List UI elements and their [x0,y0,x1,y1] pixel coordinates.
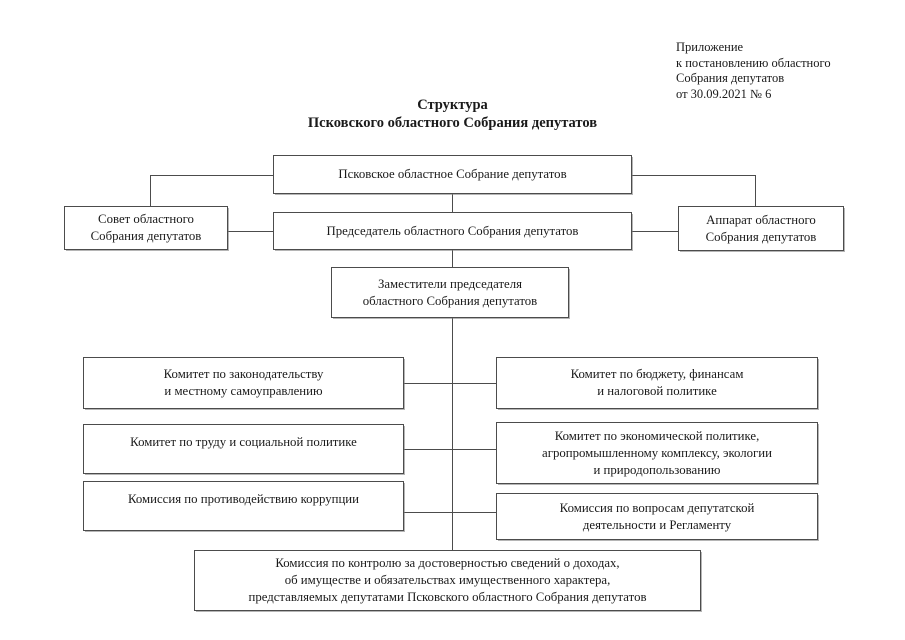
connector-assembly-to-chairman [452,194,453,212]
node-committee-budget-line-2: и налоговой политике [597,384,717,398]
node-commission-income-control[interactable]: Комиссия по контролю за достоверностью с… [194,550,701,611]
header-note-line-3: Собрания депутатов [676,71,785,85]
node-committee-legislation-line-2: и местному самоуправлению [164,384,323,398]
node-committee-legislation[interactable]: Комитет по законодательству и местному с… [83,357,404,409]
node-council-line-1: Совет областного [98,212,194,226]
header-note-line-4: от 30.09.2021 № 6 [676,86,772,101]
node-regional-assembly[interactable]: Псковское областное Собрание депутатов [273,155,632,194]
connector-spine-to-commission-regulations [452,512,496,513]
node-commission-income-control-line-1: Комиссия по контролю за достоверностью с… [275,556,620,570]
node-council[interactable]: Совет областного Собрания депутатов [64,206,228,250]
chart-title-line-1: Структура [417,97,488,113]
header-note-line-1: Приложение [676,40,744,54]
connector-chairman-to-deputies [452,250,453,267]
node-council-line-2: Собрания депутатов [90,229,202,243]
node-commission-regulations-line-2: деятельности и Регламенту [582,517,732,532]
node-commission-regulations-line-1: Комиссия по вопросам депутатской [559,500,755,515]
connector-spine-to-commission-corruption [404,512,453,513]
node-deputy-chairmen[interactable]: Заместители председателя областного Собр… [331,267,569,318]
node-chairman[interactable]: Председатель областного Собрания депутат… [273,212,632,250]
node-apparatus-line-1: Аппарат областного [706,212,816,227]
node-deputy-chairmen-line-1: Заместители председателя [377,276,523,291]
connector-assembly-to-apparatus-vertical [755,175,756,206]
connector-spine-to-committee-economy [452,449,496,450]
connector-spine-to-committee-legislation [404,383,453,384]
node-committee-labour-line-1: Комитет по труду и социальной политике [130,435,357,449]
node-commission-income-control-line-2: об имуществе и обязательствах имуществен… [284,573,611,587]
node-apparatus[interactable]: Аппарат областного Собрания депутатов [678,206,844,251]
node-regional-assembly-line-1: Псковское областное Собрание депутатов [338,167,567,181]
node-apparatus-line-2: Собрания депутатов [705,229,817,244]
node-deputy-chairmen-line-2: областного Собрания депутатов [362,293,538,308]
node-committee-budget[interactable]: Комитет по бюджету, финансам и налоговой… [496,357,818,409]
connector-spine-to-committee-labour [404,449,453,450]
chart-title-line-2: Псковского областного Собрания депутатов [307,115,598,131]
node-commission-corruption-line-1: Комиссия по противодействию коррупции [128,492,359,506]
connector-assembly-to-apparatus-horizontal [632,175,755,176]
node-committee-economy-line-2: агропромышленному комплексу, экологии [542,445,772,460]
node-commission-corruption[interactable]: Комиссия по противодействию коррупции [83,481,404,531]
connector-assembly-to-council-vertical [150,175,151,206]
node-committee-labour[interactable]: Комитет по труду и социальной политике [83,424,404,474]
connector-central-spine [452,318,453,550]
node-commission-income-control-line-3: представляемых депутатами Псковского обл… [248,590,647,604]
connector-spine-to-committee-budget [452,383,496,384]
node-committee-economy-line-1: Комитет по экономической политике, [554,428,760,443]
connector-council-to-chairman [228,231,273,232]
node-committee-economy-line-3: и природопользованию [593,462,721,477]
connector-chairman-to-apparatus [632,231,678,232]
node-committee-legislation-line-1: Комитет по законодательству [163,367,324,381]
node-committee-budget-line-1: Комитет по бюджету, финансам [570,367,744,381]
header-note-line-2: к постановлению областного [676,55,831,70]
node-chairman-line-1: Председатель областного Собрания депутат… [326,223,579,238]
connector-assembly-to-council-horizontal [150,175,273,176]
node-commission-regulations[interactable]: Комиссия по вопросам депутатской деятель… [496,493,818,540]
header-note: Приложение к постановлению областного Со… [676,40,831,102]
node-committee-economy[interactable]: Комитет по экономической политике, агроп… [496,422,818,484]
